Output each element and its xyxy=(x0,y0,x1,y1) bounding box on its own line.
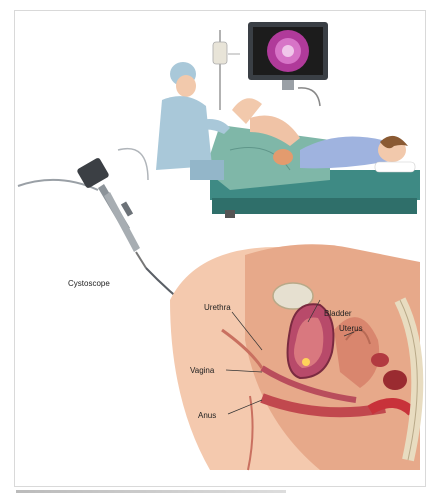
label-anus: Anus xyxy=(198,411,216,420)
iv-pole xyxy=(213,30,240,110)
label-uterus: Uterus xyxy=(339,324,363,333)
label-bladder: Bladder xyxy=(324,309,352,318)
pelvic-cross-section xyxy=(170,244,420,470)
label-urethra: Urethra xyxy=(204,303,231,312)
physician xyxy=(156,62,230,180)
label-vagina: Vagina xyxy=(190,366,214,375)
caption-strip xyxy=(16,490,286,493)
video-monitor xyxy=(248,22,328,106)
label-cystoscope: Cystoscope xyxy=(68,279,110,288)
